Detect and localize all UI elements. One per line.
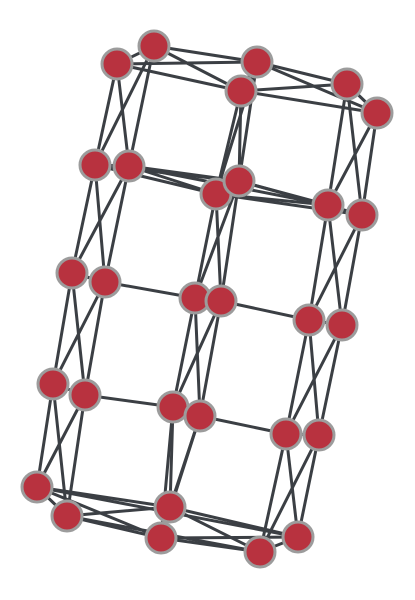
graph-node xyxy=(183,399,217,433)
graph-edge xyxy=(93,44,156,167)
graph-node xyxy=(281,520,315,554)
graph-edge xyxy=(360,111,379,217)
graph-edge xyxy=(307,203,330,322)
graph-edge xyxy=(51,271,74,386)
graph-node xyxy=(50,499,84,533)
graph-node xyxy=(55,256,89,290)
graph-edge xyxy=(127,44,156,168)
graph-node xyxy=(345,198,379,232)
graph-node xyxy=(112,149,146,183)
graph-node xyxy=(302,418,336,452)
graph-edge xyxy=(255,60,379,115)
graph-node xyxy=(153,490,187,524)
graph-node xyxy=(100,47,134,81)
graph-edge xyxy=(193,192,218,300)
graph-edge xyxy=(284,318,311,436)
graph-edge xyxy=(193,296,202,418)
graph-node xyxy=(68,378,102,412)
graph-edge xyxy=(35,393,87,489)
graph-node xyxy=(78,148,112,182)
graph-edge xyxy=(152,44,259,64)
graph-edge xyxy=(345,82,364,217)
graph-node xyxy=(156,390,190,424)
graph-node xyxy=(243,535,277,569)
graph-node xyxy=(311,188,345,222)
graph-node xyxy=(325,308,359,342)
graph-node xyxy=(144,521,178,555)
graph-edge xyxy=(93,62,119,167)
graph-edge xyxy=(326,82,349,207)
graph-edge xyxy=(219,179,241,303)
graph-edge xyxy=(103,164,131,284)
graph-edge xyxy=(326,111,379,207)
graph-node xyxy=(360,96,394,130)
graph-edge xyxy=(326,203,344,327)
graph-edges xyxy=(35,44,379,554)
graph-node xyxy=(269,417,303,451)
graph-node xyxy=(204,284,238,318)
graph-edge xyxy=(65,393,87,518)
graph-edge xyxy=(51,382,69,518)
graph-edge xyxy=(70,164,131,275)
graph-node xyxy=(137,29,171,63)
graph-node xyxy=(222,164,256,198)
graph-edge xyxy=(284,323,344,436)
graph-edge xyxy=(193,179,241,300)
graph-edge xyxy=(296,433,321,539)
graph-nodes xyxy=(20,29,394,569)
graph-edge xyxy=(35,382,55,489)
graph-edge xyxy=(239,89,379,115)
graph-edge xyxy=(115,62,131,168)
graph-edge xyxy=(171,296,197,409)
graph-edge xyxy=(198,299,223,418)
graph-edge xyxy=(171,299,223,409)
graph-edge xyxy=(317,323,344,437)
graph-edge xyxy=(51,280,107,386)
graph-node xyxy=(240,45,274,79)
graph-node xyxy=(292,303,326,337)
graph-node xyxy=(36,367,70,401)
graph-edge xyxy=(258,432,288,554)
graph-node xyxy=(224,74,258,108)
graph-edge xyxy=(307,213,364,322)
graph-node xyxy=(20,470,54,504)
graph-edge xyxy=(340,213,364,327)
graph-edge xyxy=(83,280,107,397)
graph-node xyxy=(330,67,364,101)
graph-node xyxy=(88,265,122,299)
graph-edge xyxy=(239,82,349,93)
graph-edge xyxy=(214,192,223,303)
graph-edge xyxy=(70,163,97,275)
graph-edge xyxy=(115,62,243,93)
